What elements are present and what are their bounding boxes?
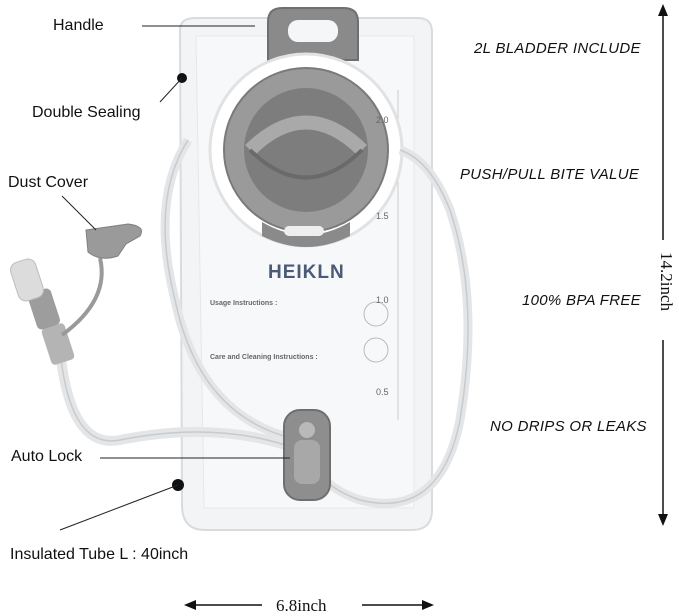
- feature-bite-valve: PUSH/PULL BITE VALUE: [460, 166, 640, 183]
- label-insulated-tube: Insulated Tube L : 40inch: [10, 546, 189, 563]
- usage-title: Usage Instructions :: [210, 300, 278, 307]
- dust-cover: [85, 223, 142, 259]
- auto-lock: [283, 409, 331, 501]
- feature-bpa-free: 100% BPA FREE: [522, 292, 641, 309]
- brand-logo-text: HEIKLN: [268, 262, 345, 283]
- dimension-height: 14.2inch: [657, 252, 676, 312]
- scale-1-0: 1.0: [376, 295, 389, 305]
- scale-1-5: 1.5: [376, 211, 389, 221]
- label-handle: Handle: [53, 17, 104, 34]
- scale-2-0: 2.0: [376, 115, 389, 125]
- scale-0-5: 0.5: [376, 387, 389, 397]
- label-double-sealing: Double Sealing: [32, 104, 141, 121]
- label-dust-cover: Dust Cover: [8, 174, 89, 191]
- care-title: Care and Cleaning Instructions :: [210, 354, 318, 361]
- feature-2l-bladder: 2L BLADDER INCLUDE: [474, 40, 641, 57]
- label-auto-lock: Auto Lock: [11, 448, 83, 465]
- feature-no-leaks: NO DRIPS OR LEAKS: [490, 418, 647, 435]
- bite-valve: [10, 258, 75, 365]
- dimension-width: 6.8inch: [276, 596, 327, 615]
